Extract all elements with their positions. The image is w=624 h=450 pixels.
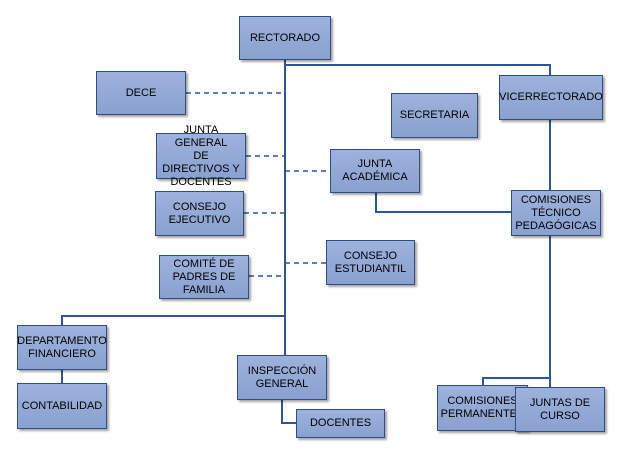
connector-departamento [61, 315, 285, 325]
connector-rectorado-vicerrectorado [285, 64, 551, 75]
node-secretaria: SECRETARIA [391, 93, 478, 138]
node-comite-padres: COMITÉ DE PADRES DE FAMILIA [159, 255, 249, 299]
node-comisiones-tecnico: COMISIONES TÉCNICO PEDAGÓGICAS [511, 190, 601, 236]
connector-junta-comisiones [375, 193, 511, 213]
node-junta-general: JUNTA GENERAL DE DIRECTIVOS Y DOCENTES [156, 124, 246, 188]
node-consejo-estudiantil: CONSEJO ESTUDIANTIL [326, 240, 415, 285]
connector-inspeccion-docentes [281, 400, 296, 424]
connector-comisiones-permanentes [482, 377, 550, 385]
node-dece: DECE [96, 71, 186, 115]
node-vicerrectorado: VICERRECTORADO [499, 75, 603, 120]
node-rectorado: RECTORADO [239, 16, 331, 60]
node-comisiones-permanentes: COMISIONES PERMANENTES [437, 385, 528, 431]
node-juntas-curso: JUNTAS DE CURSO [515, 387, 605, 432]
node-docentes: DOCENTES [296, 409, 385, 438]
node-consejo-ejecutivo: CONSEJO EJECUTIVO [155, 191, 244, 236]
node-junta-academica: JUNTA ACADÉMICA [330, 149, 420, 193]
node-departamento-financiero: DEPARTAMENTO FINANCIERO [17, 325, 107, 370]
node-contabilidad: CONTABILIDAD [17, 383, 107, 429]
node-inspeccion-general: INSPECCIÓN GENERAL [237, 355, 327, 400]
